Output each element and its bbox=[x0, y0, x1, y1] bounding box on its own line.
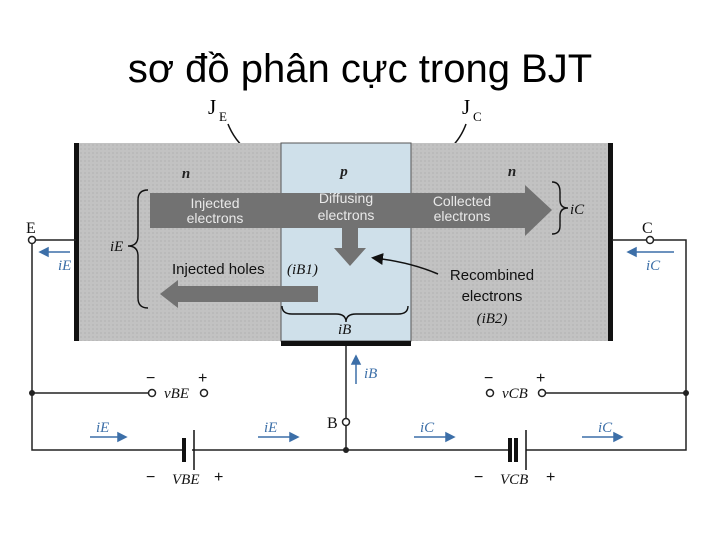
junction-dot-left bbox=[29, 390, 35, 396]
ib1-label: (iB1) bbox=[287, 262, 318, 278]
ie-brace-label: iE bbox=[110, 239, 123, 255]
vcb-battery bbox=[508, 430, 527, 470]
recombined-label-3: (iB2) bbox=[477, 311, 508, 327]
collector-terminal bbox=[645, 235, 655, 245]
page-title: sơ đồ phân cực trong BJT bbox=[128, 47, 592, 91]
junction-label-emitter: J E bbox=[208, 95, 227, 124]
vcb-minus-sign: − bbox=[484, 370, 493, 387]
region-label-n-right: n bbox=[508, 164, 516, 180]
vbe-battery bbox=[182, 430, 195, 470]
vcb-plus-sign: + bbox=[536, 370, 545, 387]
ie-bottom-mid-current-label: iE bbox=[264, 420, 277, 436]
ie-left-current-label: iE bbox=[58, 258, 71, 274]
emitter-terminal bbox=[27, 235, 37, 245]
recombined-pointer-arrow bbox=[371, 253, 439, 275]
junction-dot-right bbox=[683, 390, 689, 396]
vbe-plus-sign: + bbox=[198, 370, 207, 387]
ic-bottom-right-current-arrow bbox=[582, 431, 624, 443]
vbe-terminal-plus bbox=[199, 388, 209, 398]
ic-bottom-mid-current-arrow bbox=[414, 431, 456, 443]
ie-bottom-mid-current-arrow bbox=[258, 431, 300, 443]
emitter-node-label: E bbox=[26, 220, 36, 237]
ic-right-current-label: iC bbox=[646, 258, 661, 274]
injected-holes-label: Injected holes bbox=[172, 261, 265, 278]
collector-contact bbox=[608, 143, 613, 341]
collected-electrons-label-1: Collected bbox=[433, 193, 491, 209]
ie-left-current-arrow bbox=[38, 246, 70, 258]
base-terminal bbox=[341, 417, 351, 427]
svg-text:J: J bbox=[208, 95, 216, 119]
injected-holes-arrow bbox=[160, 280, 318, 308]
vbe-terminal-minus bbox=[147, 388, 157, 398]
ic-brace bbox=[551, 181, 569, 235]
VCB-label: VCB bbox=[500, 472, 528, 488]
ie-bottom-left-current-arrow bbox=[90, 431, 128, 443]
diffusing-electrons-label-2: electrons bbox=[318, 207, 375, 223]
vbe-minus-sign: − bbox=[146, 370, 155, 387]
region-label-n-left: n bbox=[182, 166, 190, 182]
ic-bottom-right-current-label: iC bbox=[598, 420, 613, 436]
emitter-contact bbox=[74, 143, 79, 341]
vcb-label: vCB bbox=[502, 386, 528, 402]
ib-brace-label: iB bbox=[338, 322, 351, 338]
injected-electrons-label-2: electrons bbox=[187, 210, 244, 226]
collected-electrons-label-2: electrons bbox=[434, 208, 491, 224]
ic-bottom-mid-current-label: iC bbox=[420, 420, 435, 436]
ib-vertical-current-arrow bbox=[350, 354, 362, 384]
collector-node-label: C bbox=[642, 220, 653, 237]
vcb-terminal-minus bbox=[485, 388, 495, 398]
recombination-down-arrow bbox=[334, 228, 366, 266]
injected-electrons-label-1: Injected bbox=[190, 195, 239, 211]
region-label-p: p bbox=[338, 164, 348, 180]
ie-bottom-left-current-label: iE bbox=[96, 420, 109, 436]
junction-label-collector: J C bbox=[462, 95, 482, 124]
recombined-label-1: Recombined bbox=[450, 267, 534, 284]
recombined-label-2: electrons bbox=[462, 288, 523, 305]
svg-text:J: J bbox=[462, 95, 470, 119]
VCB-plus-sign: + bbox=[546, 469, 555, 486]
ic-right-current-arrow bbox=[626, 246, 674, 258]
junction-dot-base bbox=[343, 447, 349, 453]
ie-brace bbox=[127, 189, 149, 309]
vbe-label: vBE bbox=[164, 386, 189, 402]
ib-brace bbox=[281, 305, 409, 323]
vcb-terminal-plus bbox=[537, 388, 547, 398]
svg-text:C: C bbox=[473, 109, 482, 124]
diffusing-electrons-label-1: Diffusing bbox=[319, 190, 373, 206]
VCB-minus-sign: − bbox=[474, 469, 483, 486]
ic-brace-label: iC bbox=[570, 202, 585, 218]
VBE-label: VBE bbox=[172, 472, 200, 488]
VBE-minus-sign: − bbox=[146, 469, 155, 486]
ib-vertical-current-label: iB bbox=[364, 366, 377, 382]
base-node-label: B bbox=[327, 415, 338, 432]
VBE-plus-sign: + bbox=[214, 469, 223, 486]
base-contact bbox=[281, 341, 411, 346]
svg-text:E: E bbox=[219, 109, 227, 124]
electron-flow-arrow bbox=[150, 185, 552, 236]
